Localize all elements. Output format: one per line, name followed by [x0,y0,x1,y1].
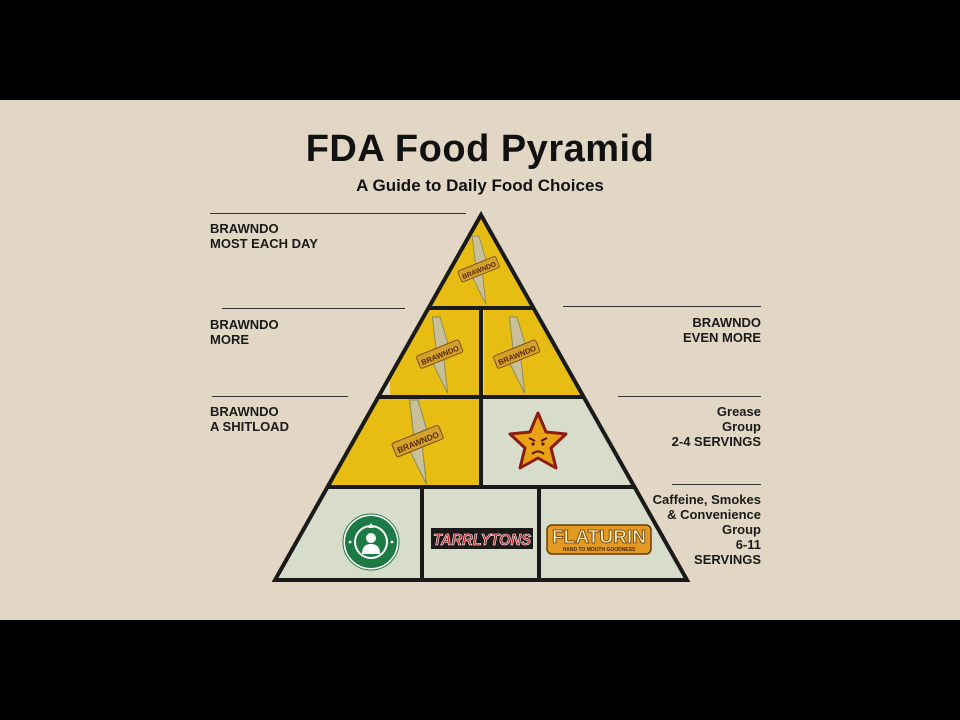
label-brawndo-shitload: BRAWNDO A SHITLOAD [210,404,289,434]
rule-top [210,213,466,214]
starbucks-logo [342,513,400,571]
tarrlytons-logo: TARRLYTONS [431,528,533,549]
tier3-right-cell [484,399,644,486]
label-brawndo-more: BRAWNDO MORE [210,317,279,347]
page-subtitle: A Guide to Daily Food Choices [356,176,604,195]
rule-caffeine [672,484,761,485]
rule-shitload [212,396,348,397]
rule-grease [618,396,761,397]
svg-text:TARRLYTONS: TARRLYTONS [433,532,531,549]
rule-even-more [563,306,761,307]
pyramid-outline [271,210,691,582]
page-title: FDA Food Pyramid [305,128,655,170]
svg-text:HAND TO MOUTH GOODNESS: HAND TO MOUTH GOODNESS [563,547,636,553]
label-caffeine-group: Caffeine, Smokes & Convenience Group 6-1… [652,492,761,567]
grease-star-logo [508,411,568,470]
flaturin-logo: FLATURIN HAND TO MOUTH GOODNESS [546,524,652,555]
label-brawndo-even-more: BRAWNDO EVEN MORE [682,315,761,345]
label-brawndo-most: BRAWNDO MOST EACH DAY [210,221,318,251]
rule-more [222,308,405,309]
label-grease-group: Grease Group 2-4 SERVINGS [671,404,761,449]
svg-text:FLATURIN: FLATURIN [552,527,646,547]
